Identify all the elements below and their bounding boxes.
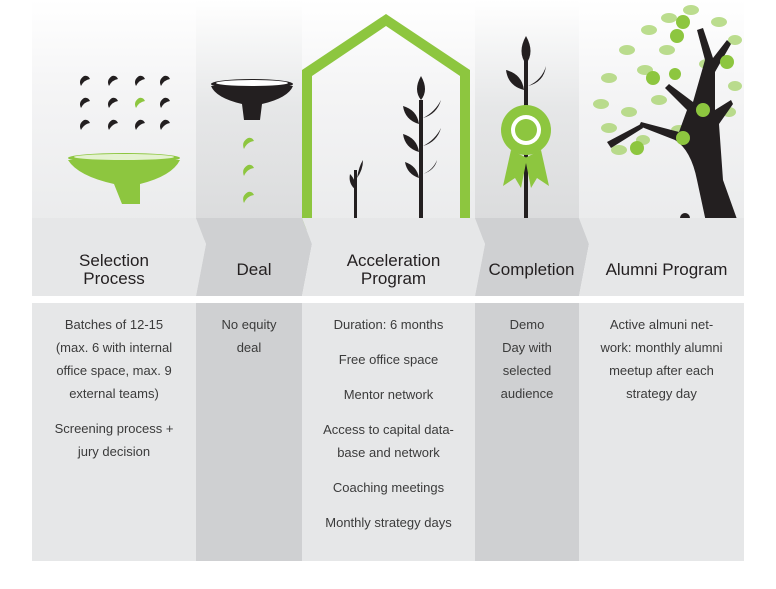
stage-description-selection: Batches of 12-15 (max. 6 with internal o… — [32, 303, 196, 561]
description-item: Active almuni net- work: monthly alumni … — [600, 317, 723, 401]
stage-description-alumni: Active almuni net- work: monthly alumni … — [579, 303, 744, 561]
description-item: Mentor network — [343, 387, 434, 402]
stage-title-alumni: Alumni Program — [605, 260, 728, 279]
stage-title-completion: Completion — [488, 260, 575, 279]
description-item: Access to capital data- base and network — [323, 422, 454, 460]
description-item: Free office space — [338, 352, 439, 367]
description-item: Duration: 6 months — [333, 317, 444, 332]
stage-description-deal: No equity deal — [196, 303, 302, 561]
stage-title-selection: Selection Process — [79, 251, 149, 288]
description-item: Monthly strategy days — [325, 515, 452, 530]
process-arrow-band — [32, 218, 744, 296]
funnel-dropping-seeds-icon — [211, 79, 293, 236]
illustration-panel-acceleration — [302, 0, 475, 240]
description-item: Batches of 12-15 (max. 6 with internal o… — [55, 317, 173, 401]
description-item: Screening process + jury decision — [54, 421, 174, 459]
description-item: No equity deal — [221, 317, 277, 355]
stage-title-acceleration: Acceleration Program — [346, 251, 441, 288]
money-tree-icon — [593, 5, 743, 240]
greenhouse-sprouts-icon — [302, 14, 470, 236]
stage-description-completion: Demo Day with selected audience — [475, 303, 579, 561]
stage-description-acceleration: Duration: 6 months Free office space Men… — [302, 303, 475, 561]
description-item: Coaching meetings — [332, 480, 445, 495]
description-item: Demo Day with selected audience — [500, 317, 554, 401]
funnel-with-seeds-icon — [68, 75, 180, 234]
award-rosette-plant-icon — [501, 36, 551, 235]
stage-title-deal: Deal — [236, 260, 272, 279]
